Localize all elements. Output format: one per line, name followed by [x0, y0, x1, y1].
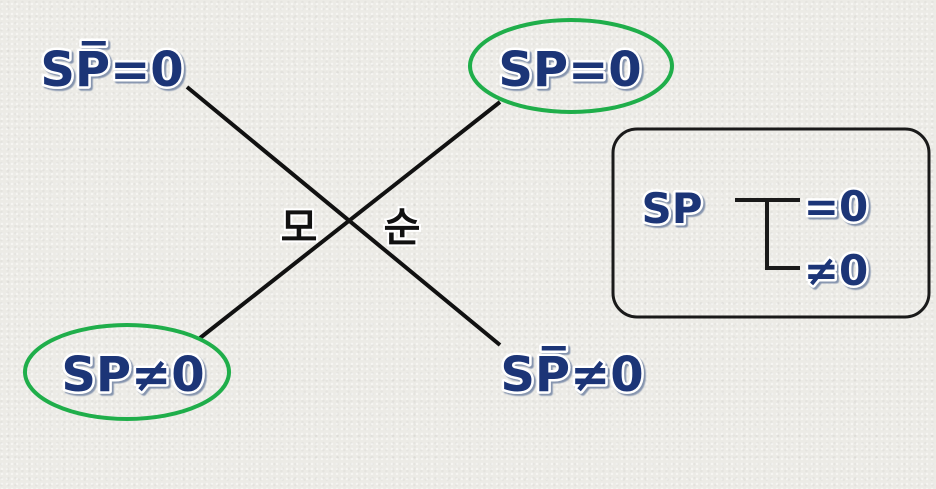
label-sp-bar-not-equal-zero: SP̅≠0	[500, 345, 643, 403]
label-sp-not-equal-zero: SP≠0	[61, 347, 204, 403]
legend-sp-label: SP	[641, 184, 702, 233]
label-sp-bar-equals-zero: SP̅=0	[40, 40, 183, 98]
legend-not-equal-zero: ≠0	[804, 246, 868, 295]
label-sp-equals-zero: SP=0	[498, 42, 641, 98]
legend-box	[611, 127, 931, 319]
highlight-ellipse-top-right	[468, 18, 674, 114]
line-top-left-to-bottom-right	[185, 85, 502, 347]
line-top-right-to-bottom-left	[198, 100, 502, 340]
legend-equals-zero: =0	[804, 182, 868, 231]
contradiction-char-left: 모	[281, 205, 318, 251]
contradiction-char-right: 순	[384, 205, 421, 251]
highlight-ellipse-bottom-left	[23, 323, 231, 421]
legend-branch-bracket	[735, 198, 800, 270]
